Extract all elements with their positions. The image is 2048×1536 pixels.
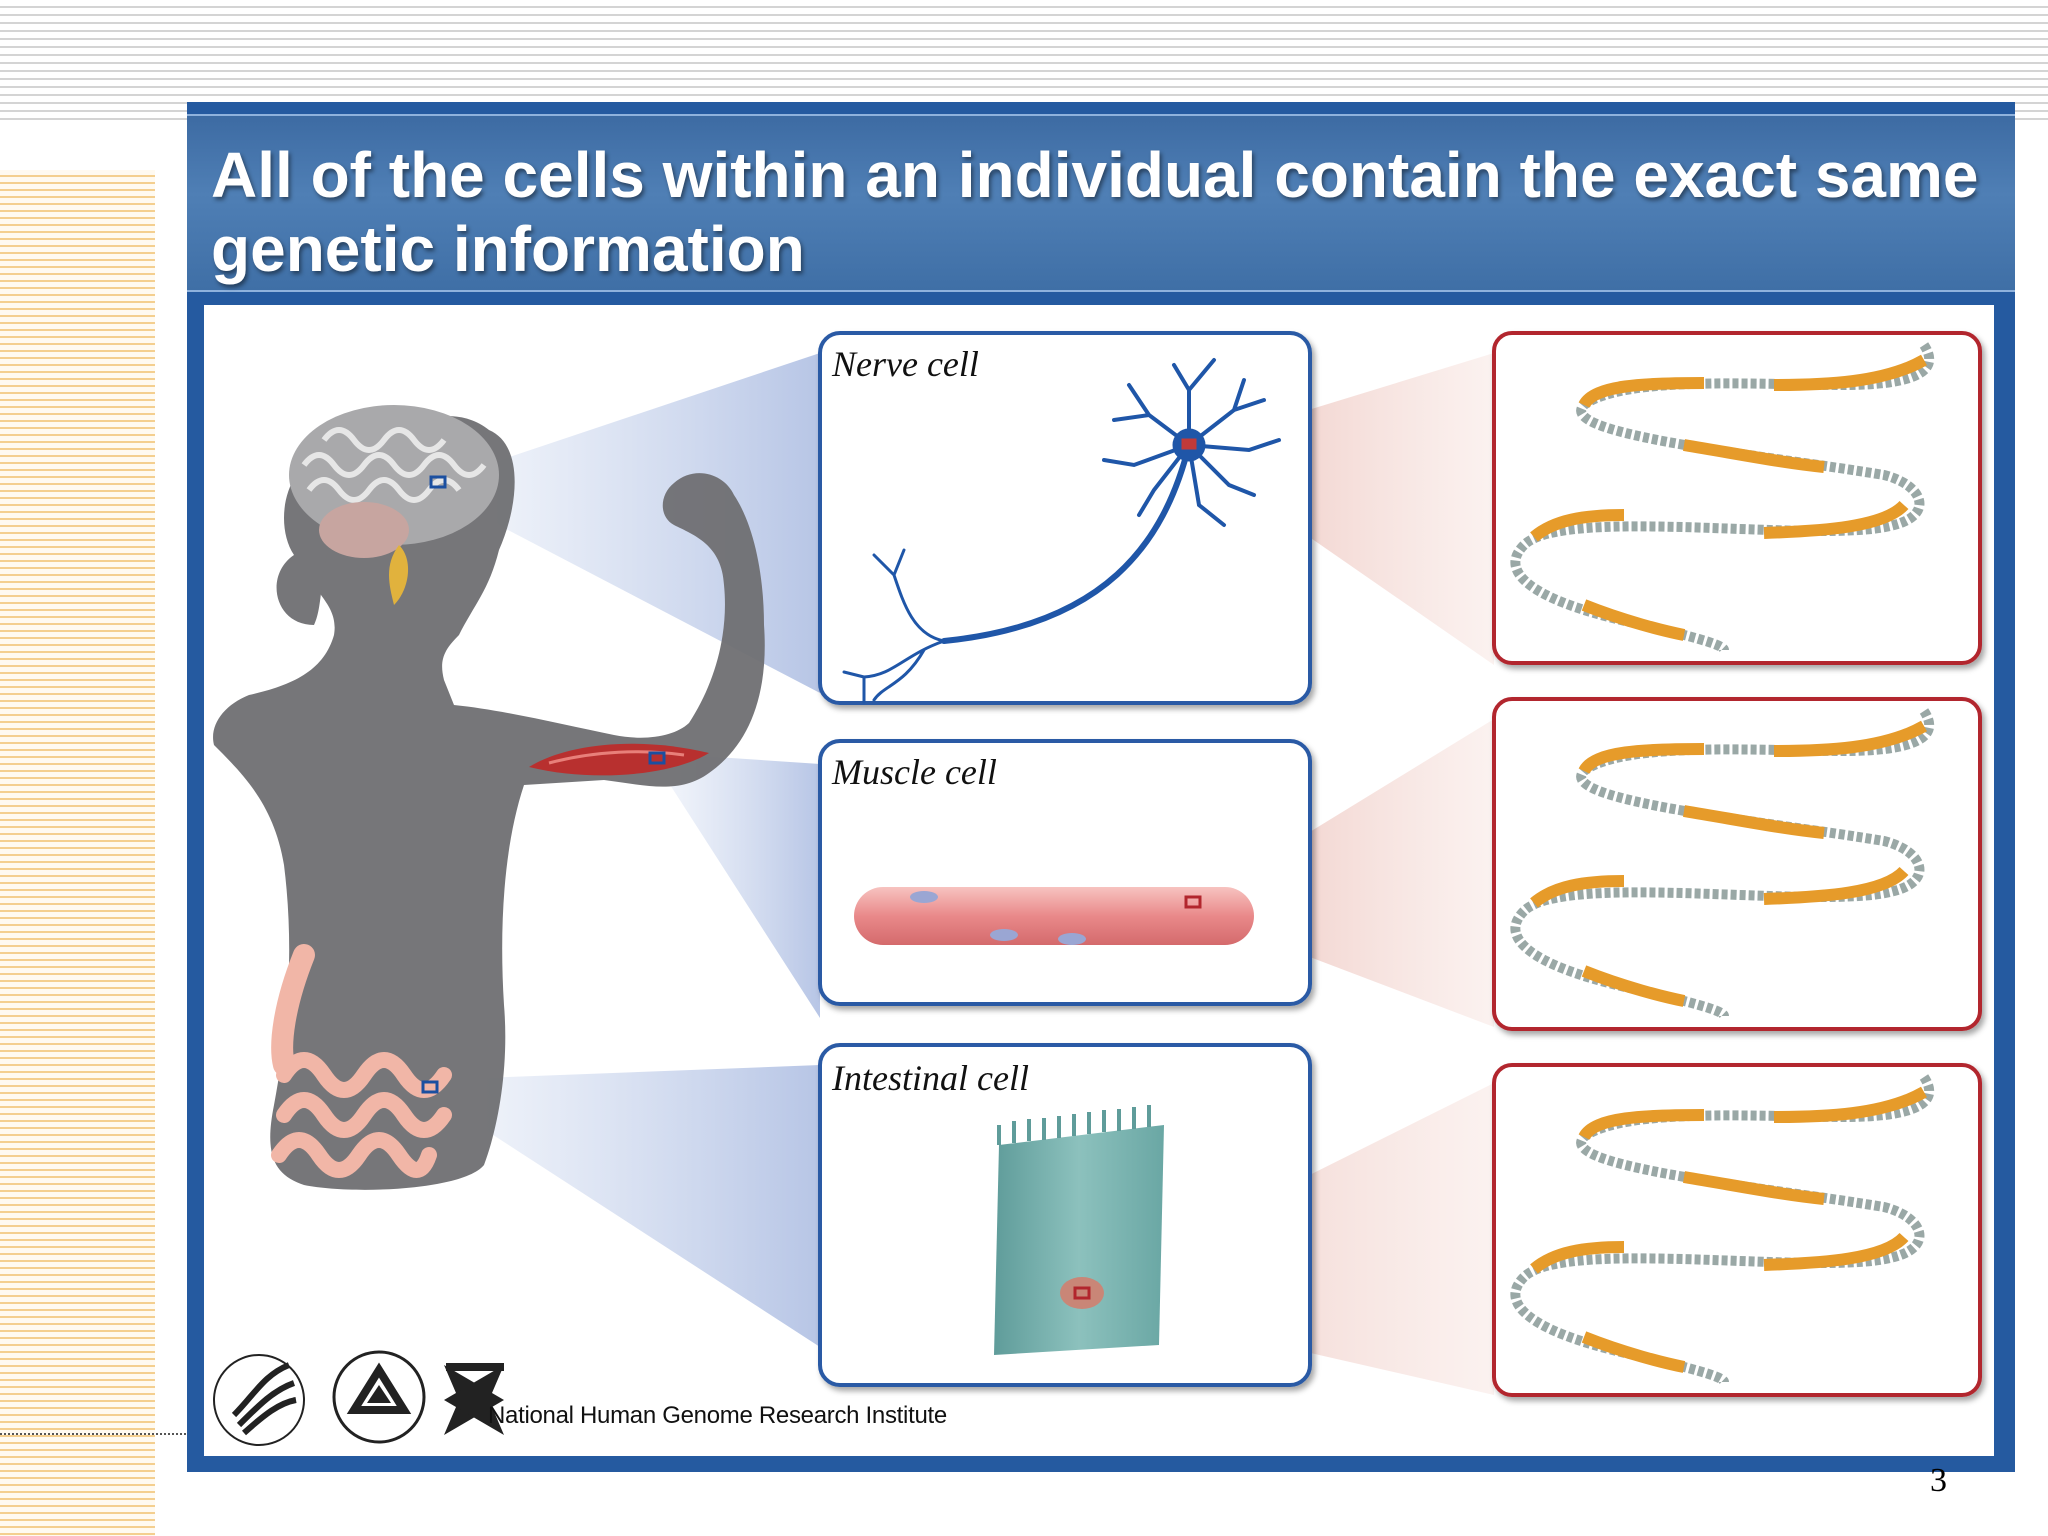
intestinal-cell-illustration [994, 1105, 1164, 1355]
intestinal-cell-label: Intestinal cell [832, 1058, 1029, 1098]
diagram-panel: Nerve cell Muscle cell Intestinal cell [204, 305, 1994, 1456]
muscle-cell-label: Muscle cell [832, 752, 997, 792]
slide-title: All of the cells within an individual co… [211, 139, 1979, 285]
muscle-cell-illustration [854, 887, 1254, 945]
dna-box-nerve [1492, 331, 1982, 665]
beam-muscle-to-dna [1194, 719, 1494, 1027]
slide-left-stripes [0, 170, 155, 1536]
beam-arm-to-muscle [656, 753, 820, 1018]
beam-gut-to-intestine [430, 1065, 820, 1347]
dna-boxes [1492, 331, 1982, 1397]
slide-dotted-rule [0, 1433, 190, 1435]
title-band: All of the cells within an individual co… [187, 114, 2015, 292]
nerve-cell-label: Nerve cell [832, 344, 979, 384]
dna-box-intestine [1492, 1063, 1982, 1397]
intestine-illustration [271, 944, 452, 1178]
arm-muscle-illustration [529, 743, 709, 776]
dna-box-muscle [1492, 697, 1982, 1031]
figure-frame: All of the cells within an individual co… [187, 102, 2015, 1472]
brain-illustration [289, 405, 499, 605]
nih-seal-icon [332, 1350, 426, 1444]
nhgri-logo-icon [444, 1363, 504, 1435]
institute-name: National Human Genome Research Institute [488, 1402, 947, 1429]
page-number: 3 [1930, 1462, 1947, 1499]
slide-top-stripes [0, 0, 2048, 120]
nerve-cell-box [818, 331, 1312, 705]
hhs-eagle-seal-icon [213, 1354, 305, 1446]
cell-diagram [213, 331, 1982, 1446]
nerve-cell-illustration [842, 358, 1281, 704]
dna-strand-nerve [1510, 342, 1935, 653]
